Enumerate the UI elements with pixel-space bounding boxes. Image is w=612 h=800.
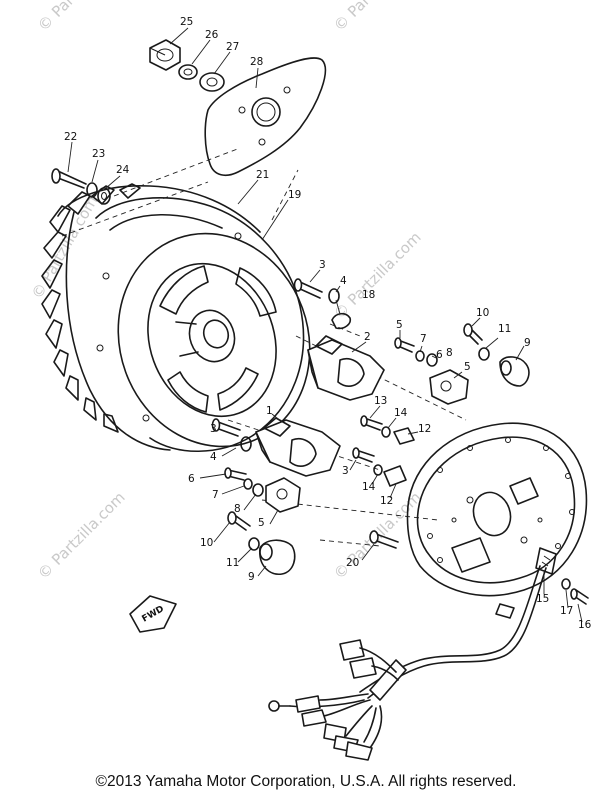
washer-part-27 (199, 72, 225, 92)
callout-20: 20 (346, 557, 359, 569)
stator-plate-part-19 (406, 422, 588, 597)
callout-7-lower: 7 (212, 489, 219, 501)
callout-12-lower: 12 (380, 495, 393, 507)
washer-part-4-lower (240, 436, 252, 452)
condenser-part-9-lower (259, 539, 296, 575)
watermark-text: © Partzilla.com (330, 0, 425, 35)
callout-3-lower: 3 (210, 423, 217, 435)
callout-2: 2 (364, 331, 371, 343)
callout-5-mid: 5 (464, 361, 471, 373)
washer-part-7-lower (243, 478, 253, 490)
screw-part-10-lower (227, 511, 251, 531)
callout-10-lower: 10 (200, 537, 213, 549)
washer-part-11-upper (478, 347, 490, 361)
flywheel-housing-part-21 (41, 183, 311, 453)
callout-labels: 25 26 27 28 22 23 24 21 19 3 4 18 2 5 7 … (64, 16, 592, 631)
callout-1: 1 (266, 405, 273, 417)
callout-9-lower: 9 (248, 571, 255, 583)
callout-13: 13 (374, 395, 387, 407)
plate-part-12-upper (393, 427, 415, 445)
watermark-text: © Partzilla.com (28, 193, 101, 302)
callout-3-mid: 3 (342, 465, 349, 477)
callout-22: 22 (64, 131, 77, 143)
watermark-text: © Partzilla.com (34, 488, 129, 583)
callout-8-upper: 8 (446, 347, 453, 359)
plate-part-12-lower (383, 465, 407, 487)
callout-21: 21 (256, 169, 269, 181)
callout-11-upper: 11 (498, 323, 511, 335)
assembly-guide-lines (61, 147, 467, 547)
washer-part-8-upper (426, 353, 438, 367)
watermark-text: © Partzilla.com (34, 0, 129, 35)
callout-14-upper: 14 (394, 407, 408, 419)
screw-part-6-lower (224, 467, 247, 481)
coil-part-1 (255, 417, 341, 477)
breaker-part-5-upper (429, 369, 469, 405)
callout-19: 19 (288, 189, 301, 201)
screw-part-3-lower (211, 418, 241, 437)
copyright-notice: ©2013 Yamaha Motor Corporation, U.S.A. A… (95, 773, 517, 790)
callout-5-lower: 5 (258, 517, 265, 529)
screw-part-10-upper (463, 323, 483, 345)
callout-23: 23 (92, 148, 105, 160)
callout-10-upper: 10 (476, 307, 489, 319)
callout-leader-lines (67, 27, 583, 623)
callout-4-lower: 4 (210, 451, 217, 463)
washer-part-17 (561, 578, 571, 590)
fwd-direction-marker: FWD (129, 595, 177, 633)
callout-6-upper: 6 (436, 349, 443, 361)
callout-25: 25 (180, 16, 193, 28)
screw-part-22 (51, 168, 87, 189)
callout-27: 27 (226, 41, 239, 53)
callout-9-upper: 9 (524, 337, 531, 349)
coil-part-2 (307, 335, 385, 401)
washer-part-7-upper (415, 350, 425, 362)
lock-washer-part-26 (178, 64, 198, 80)
callout-18: 18 (362, 289, 375, 301)
nut-part-25 (149, 39, 181, 71)
screw-part-16 (570, 588, 589, 605)
callout-26: 26 (205, 29, 219, 41)
grommet-part-18 (331, 312, 352, 330)
callout-15: 15 (536, 593, 549, 605)
washer-part-11-lower (248, 537, 260, 551)
screw-part-3-mid (352, 447, 375, 463)
callout-6-lower: 6 (188, 473, 195, 485)
callout-14-lower: 14 (362, 481, 376, 493)
callout-16: 16 (578, 619, 592, 631)
wire-harness (268, 565, 547, 761)
callout-4-upper: 4 (340, 275, 347, 287)
screw-part-13 (360, 415, 383, 431)
grommet-part-15 (535, 547, 557, 575)
condenser-part-9-upper (499, 356, 530, 387)
callout-24: 24 (116, 164, 130, 176)
washer-part-4-upper (328, 288, 340, 304)
washer-part-14-upper (381, 426, 391, 438)
washer-part-14-lower (373, 464, 383, 476)
screw-part-20 (369, 530, 399, 549)
callout-17: 17 (560, 605, 573, 617)
gasket-plate-part-28 (204, 57, 327, 177)
callout-8-lower: 8 (234, 503, 241, 515)
callout-28: 28 (250, 56, 263, 68)
callout-3-upper: 3 (319, 259, 326, 271)
callout-12-upper: 12 (418, 423, 431, 435)
callout-7-upper: 7 (420, 333, 427, 345)
screw-part-6-upper (394, 337, 415, 353)
washer-part-8-lower (252, 483, 264, 497)
callout-11-lower: 11 (226, 557, 239, 569)
callout-5-upper: 5 (396, 319, 403, 331)
screw-part-3-upper (293, 278, 323, 299)
breaker-part-5-lower (265, 477, 301, 513)
